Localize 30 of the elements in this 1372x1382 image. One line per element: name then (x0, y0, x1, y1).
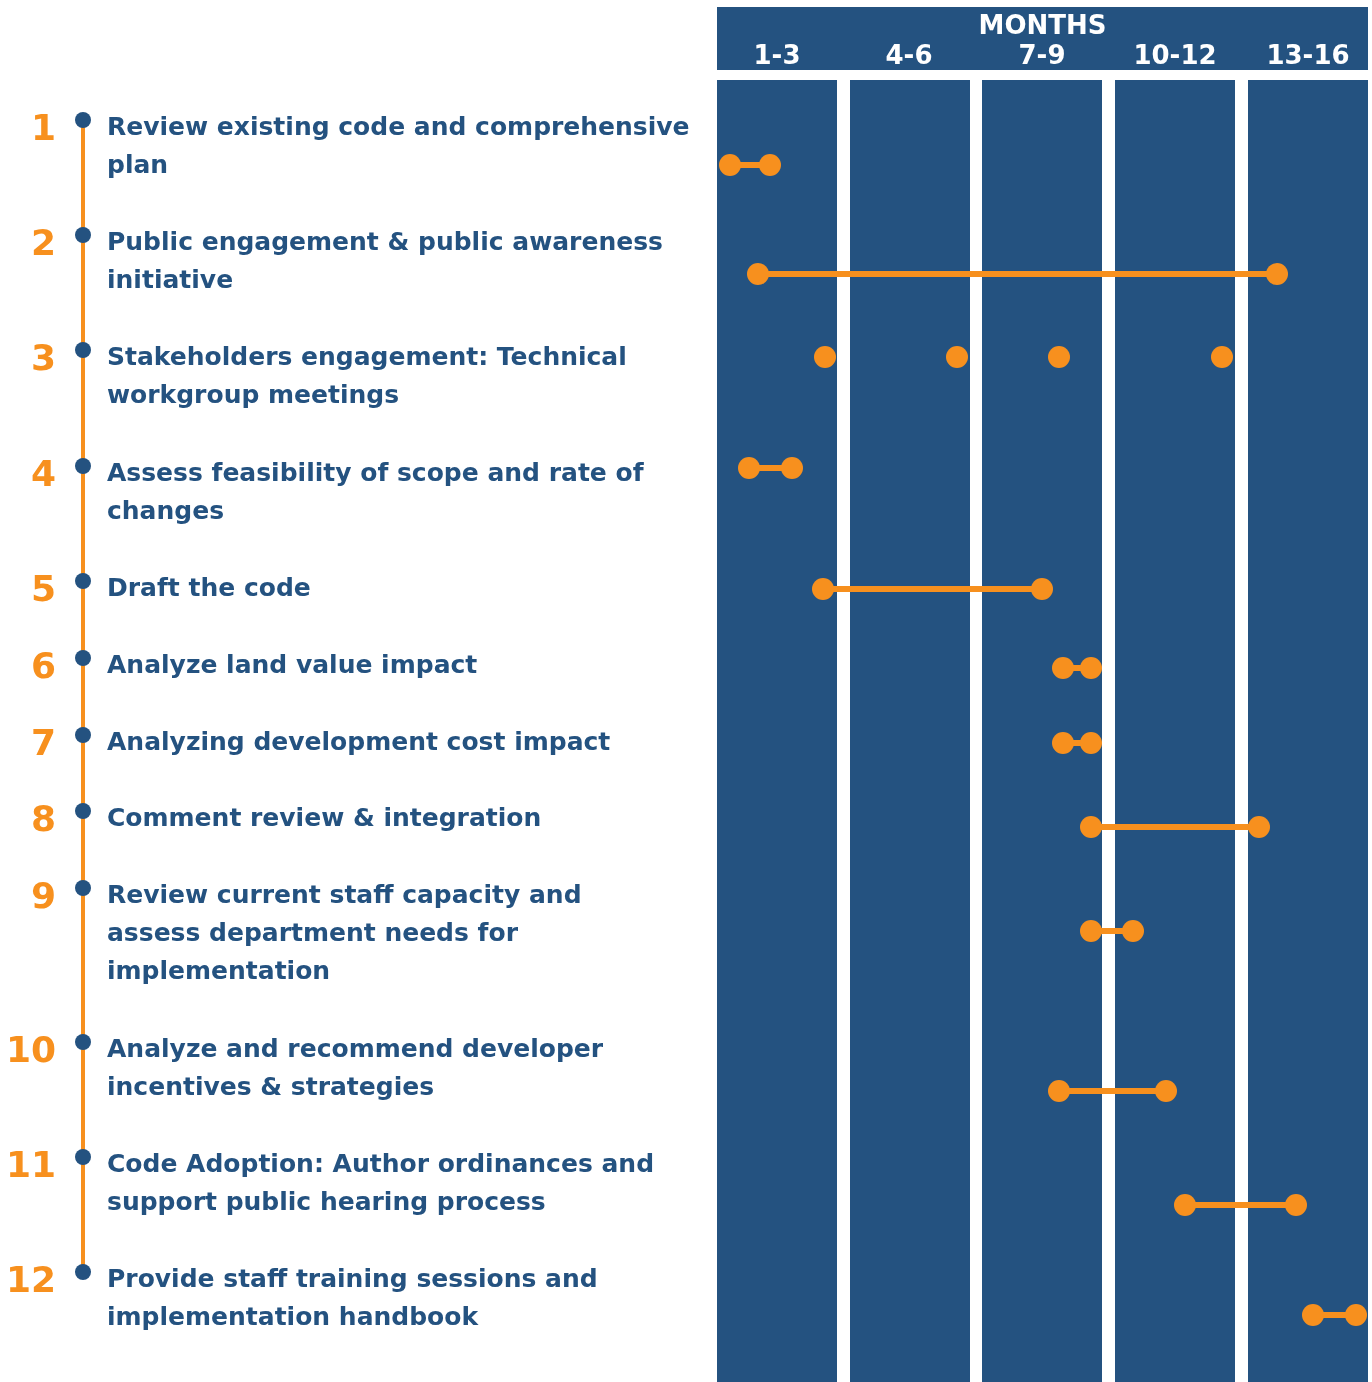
step-number: 7 (29, 723, 56, 763)
column-label: 4-6 (884, 40, 934, 70)
step-number: 1 (29, 108, 56, 148)
step-number: 6 (29, 646, 56, 686)
step-number: 12 (4, 1260, 56, 1300)
task-label: Comment review & integration (107, 802, 543, 834)
column-label: 1-3 (752, 40, 802, 70)
step-number: 11 (4, 1145, 56, 1185)
step-number: 2 (29, 223, 56, 263)
step-number: 8 (29, 799, 56, 839)
column-label: 10-12 (1132, 40, 1218, 70)
task-label: Review existing code and comprehensive plan (107, 111, 691, 181)
task-label: Analyzing development cost impact (107, 726, 612, 758)
step-number: 10 (4, 1030, 56, 1070)
column-label: 7-9 (1017, 40, 1067, 70)
step-number: 5 (29, 569, 56, 609)
step-number: 3 (29, 338, 56, 378)
task-label: Review current staff capacity and assess department needs for implementation (107, 879, 583, 987)
column-label: 13-16 (1265, 40, 1351, 70)
task-label: Public engagement & public awareness initiative (107, 226, 664, 296)
task-label: Assess feasibility of scope and rate of changes (107, 457, 645, 527)
task-label: Stakeholders engagement: Technical workgroup meetings (107, 341, 628, 411)
task-label: Code Adoption: Author ordinances and support public hearing process (107, 1148, 656, 1218)
task-label: Draft the code (107, 572, 312, 604)
task-label: Analyze land value impact (107, 649, 479, 681)
task-label: Analyze and recommend developer incentives & strategies (107, 1033, 605, 1103)
step-number: 4 (29, 454, 56, 494)
task-label: Provide staff training sessions and implementation handbook (107, 1263, 599, 1333)
header-label: MONTHS (977, 10, 1108, 40)
step-number: 9 (29, 876, 56, 916)
